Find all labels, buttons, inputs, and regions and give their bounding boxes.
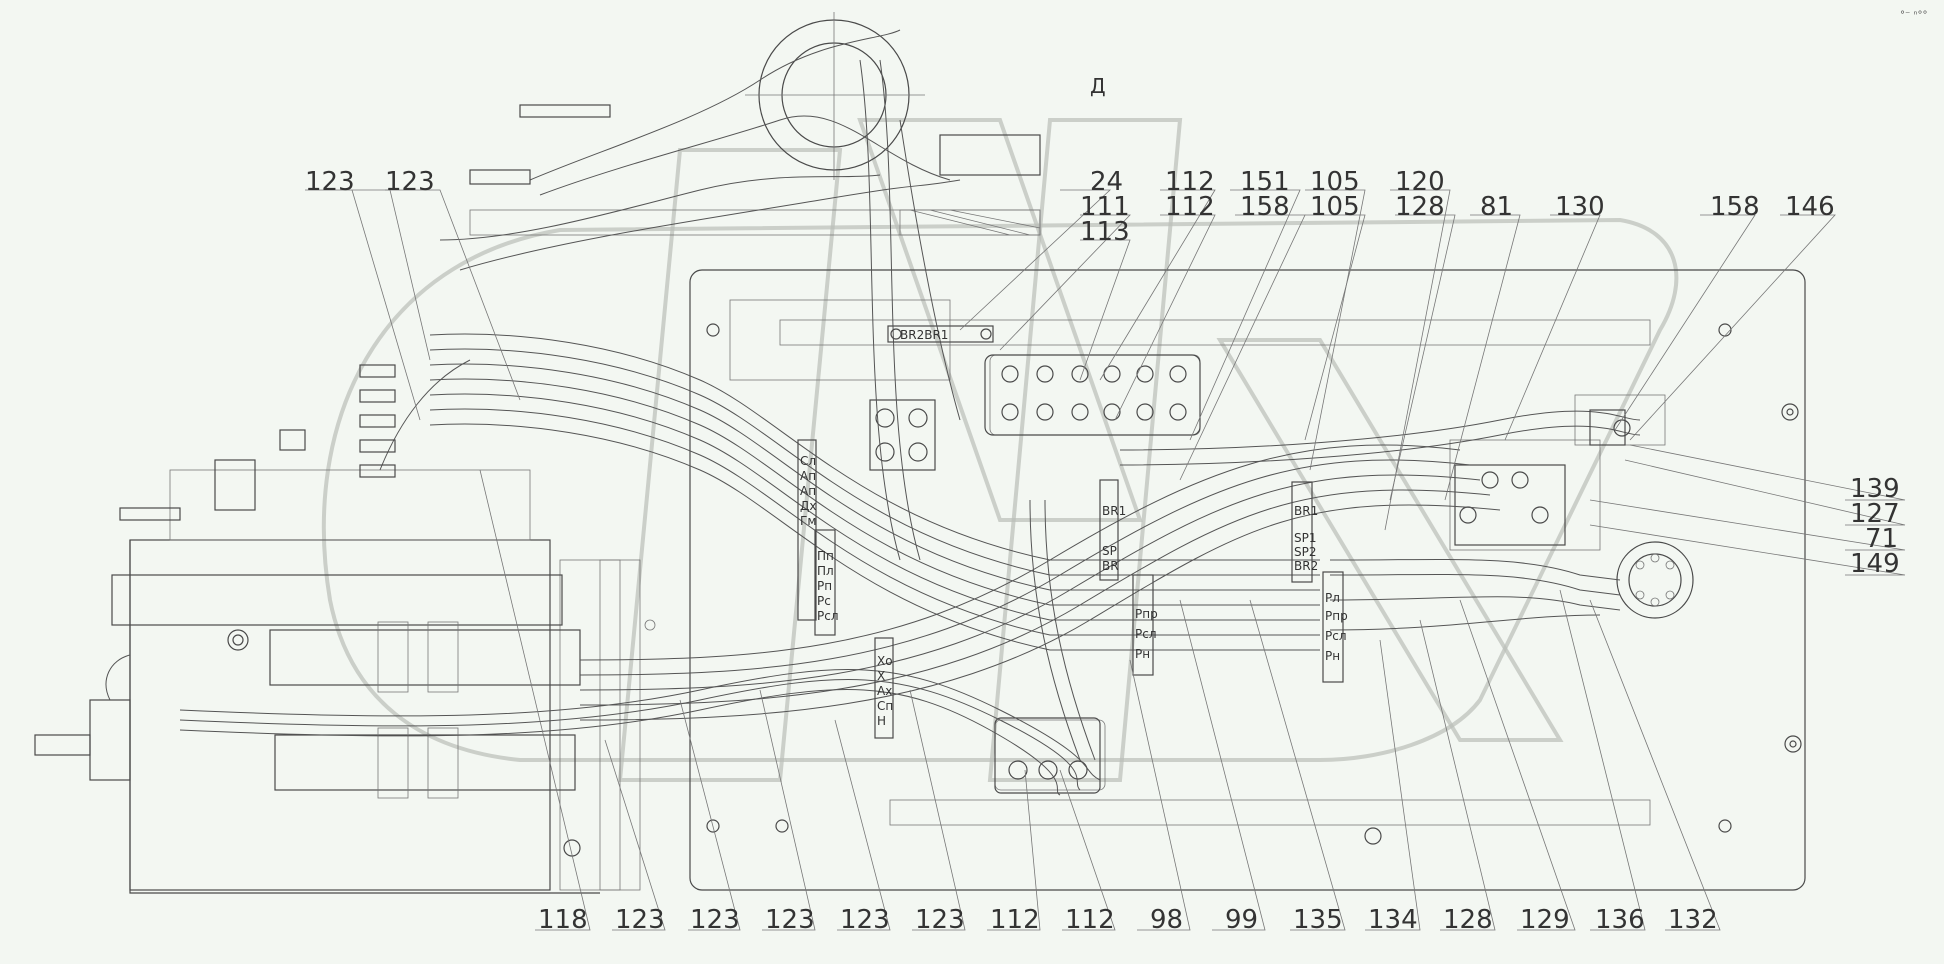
bottom-callouts: 118 123 123 123 123 123 112 112 98 99 13… <box>538 905 1718 935</box>
svg-text:Рсл: Рсл <box>1135 627 1157 641</box>
callout-99: 99 <box>1225 905 1258 935</box>
mid-port-block: BR1 SP BR <box>1102 504 1126 573</box>
callout-136: 136 <box>1595 905 1645 935</box>
callout-123: 123 <box>765 905 815 935</box>
callout-151: 151 <box>1240 167 1290 197</box>
callout-135: 135 <box>1293 905 1343 935</box>
callout-149: 149 <box>1850 549 1900 579</box>
svg-text:SP2: SP2 <box>1294 545 1317 559</box>
callout-112: 112 <box>1165 167 1215 197</box>
motor-flange <box>1616 541 1694 619</box>
svg-text:BR1: BR1 <box>1294 504 1318 518</box>
callout-134: 134 <box>1368 905 1418 935</box>
callout-123: 123 <box>690 905 740 935</box>
right-callouts: 139 127 71 149 <box>1850 474 1900 579</box>
svg-text:Пп: Пп <box>817 549 834 563</box>
callout-105: 105 <box>1310 167 1360 197</box>
svg-text:Н: Н <box>877 714 886 728</box>
bar-tag-top: BR2BR1 <box>900 328 948 342</box>
svg-text:BR2: BR2 <box>1294 559 1318 573</box>
callout-123: 123 <box>615 905 665 935</box>
pn-port-block: Рпр Рсл Рн <box>1135 607 1158 661</box>
callout-71: 71 <box>1865 524 1898 554</box>
callout-111: 111 <box>1080 192 1130 222</box>
callout-128: 128 <box>1443 905 1493 935</box>
svg-text:Хо: Хо <box>877 654 893 668</box>
callout-112: 112 <box>1065 905 1115 935</box>
bottom-leader-lines <box>479 469 1721 931</box>
hydraulic-cylinders <box>34 621 581 799</box>
left-port-block-1: Сл Ап Ап Дх Гм <box>800 454 816 528</box>
callout-113: 113 <box>1080 217 1130 247</box>
svg-text:Сп: Сп <box>877 699 893 713</box>
hose-bundles <box>105 29 1641 796</box>
left-fittings <box>119 104 1631 521</box>
manifold-plates <box>869 354 1566 794</box>
callout-120: 120 <box>1395 167 1445 197</box>
callout-158: 158 <box>1710 192 1760 222</box>
corner-mark: °⁻ ⁿ°° <box>1900 10 1927 21</box>
svg-text:BR1: BR1 <box>1102 504 1126 518</box>
callout-158: 158 <box>1240 192 1290 222</box>
mounting-holes <box>227 323 1802 857</box>
svg-text:Ап: Ап <box>800 469 816 483</box>
callout-123: 123 <box>840 905 890 935</box>
base-frame <box>111 209 1806 894</box>
svg-text:Рс: Рс <box>817 594 831 608</box>
svg-text:BR: BR <box>1102 559 1119 573</box>
svg-text:Х: Х <box>877 669 885 683</box>
svg-text:Рл: Рл <box>1325 591 1340 605</box>
ring-component <box>745 12 925 180</box>
left-port-block-2: Пп Пл Рп Рс Рсл <box>817 549 839 623</box>
callout-128: 128 <box>1395 192 1445 222</box>
view-marker: Д <box>1090 74 1106 98</box>
callout-146: 146 <box>1785 192 1835 222</box>
callout-129: 129 <box>1520 905 1570 935</box>
svg-text:Рн: Рн <box>1135 647 1150 661</box>
callout-132: 132 <box>1668 905 1718 935</box>
right-port-block-1: BR1 SP1 SP2 BR2 <box>1294 504 1318 573</box>
callout-123: 123 <box>305 167 355 197</box>
tag-bars: BR2BR1 Сл Ап Ап Дх Гм Пп Пл Рп Рс Рсл BR… <box>797 325 1348 739</box>
callout-127: 127 <box>1850 499 1900 529</box>
callout-123: 123 <box>385 167 435 197</box>
svg-text:Гм: Гм <box>800 514 816 528</box>
callout-112: 112 <box>1165 192 1215 222</box>
watermark-logo <box>321 118 1679 782</box>
svg-text:Рсл: Рсл <box>817 609 839 623</box>
callout-112: 112 <box>990 905 1040 935</box>
callout-139: 139 <box>1850 474 1900 504</box>
svg-text:SP: SP <box>1102 544 1117 558</box>
svg-text:Рпр: Рпр <box>1135 607 1158 621</box>
top-callouts: 123 123 24 111 113 112 112 151 158 105 1… <box>305 167 1835 247</box>
bottom-port-block: Хо Х Ах Сп Н <box>877 654 893 728</box>
right-port-block-2: Рл Рпр Рсл Рн <box>1325 591 1348 663</box>
callout-123: 123 <box>915 905 965 935</box>
callout-130: 130 <box>1555 192 1605 222</box>
svg-text:Рп: Рп <box>817 579 832 593</box>
callout-105: 105 <box>1310 192 1360 222</box>
callout-98: 98 <box>1150 905 1183 935</box>
svg-text:Рсл: Рсл <box>1325 629 1347 643</box>
svg-text:Дх: Дх <box>800 499 816 513</box>
svg-text:Сл: Сл <box>800 454 816 468</box>
callout-81: 81 <box>1480 192 1513 222</box>
svg-text:SP1: SP1 <box>1294 531 1317 545</box>
callout-118: 118 <box>538 905 588 935</box>
svg-text:Рпр: Рпр <box>1325 609 1348 623</box>
callout-24: 24 <box>1090 167 1123 197</box>
leader-lines <box>305 189 1906 576</box>
svg-text:Ап: Ап <box>800 484 816 498</box>
svg-text:Рн: Рн <box>1325 649 1340 663</box>
svg-text:Пл: Пл <box>817 564 834 578</box>
svg-text:Ах: Ах <box>877 684 892 698</box>
